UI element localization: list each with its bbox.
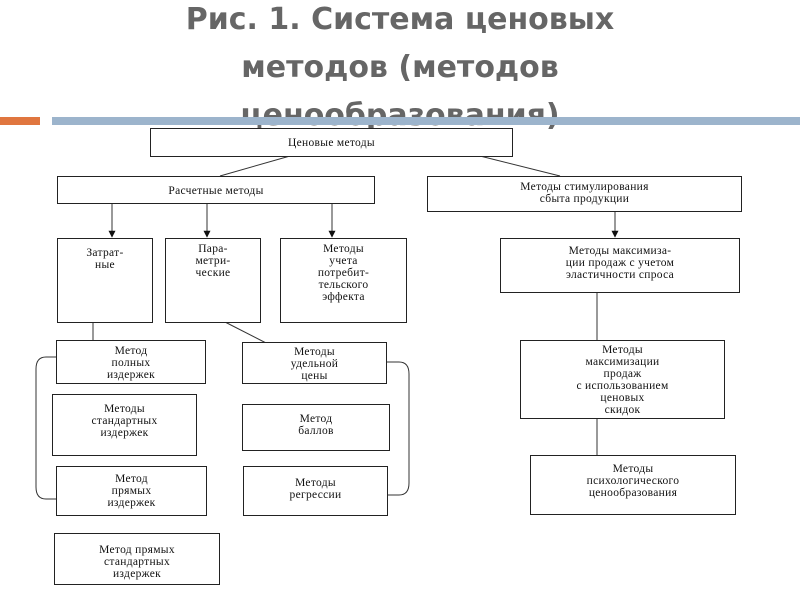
- box-direct-cost: Метод прямых издержек: [56, 466, 207, 516]
- title-line-2: методов (методов: [241, 50, 559, 85]
- box-full-cost: Метод полных издержек: [56, 340, 206, 384]
- slide-title: Рис. 1. Система ценовых методов (методов…: [0, 0, 800, 140]
- title-line-3: ценообразования): [240, 98, 560, 133]
- box-psychological: Методы психологического ценообразования: [530, 455, 736, 515]
- box-stimulation-methods: Методы стимулирования сбыта продукции: [427, 176, 742, 212]
- connector-param-specific: [224, 321, 271, 346]
- box-max-discounts: Методы максимизации продаж с использован…: [520, 340, 725, 419]
- brace-left: [35, 356, 56, 500]
- box-specific-price: Методы удельной цены: [242, 342, 387, 384]
- accent-bar-blue: [52, 117, 800, 125]
- accent-bar-orange: [0, 117, 40, 125]
- box-calculation-methods: Расчетные методы: [57, 176, 375, 204]
- box-parametric: Пара- метри- ческие: [165, 238, 261, 323]
- title-line-1: Рис. 1. Система ценовых: [185, 2, 615, 37]
- brace-right: [387, 361, 410, 496]
- connector-root-calc: [219, 155, 291, 177]
- connector-root-stim: [479, 155, 561, 177]
- box-root-price-methods: Ценовые методы: [150, 128, 513, 157]
- box-standard-cost: Методы стандартных издержек: [52, 394, 197, 456]
- box-points: Метод баллов: [242, 404, 390, 451]
- box-direct-standard-cost: Метод прямых стандартных издержек: [54, 533, 220, 585]
- box-cost-based: Затрат- ные: [57, 238, 153, 323]
- box-max-elasticity: Методы максимиза- ции продаж с учетом эл…: [500, 238, 740, 293]
- box-regression: Методы регрессии: [243, 466, 388, 516]
- box-consumer-effect: Методы учета потребит- тельского эффекта: [280, 238, 407, 323]
